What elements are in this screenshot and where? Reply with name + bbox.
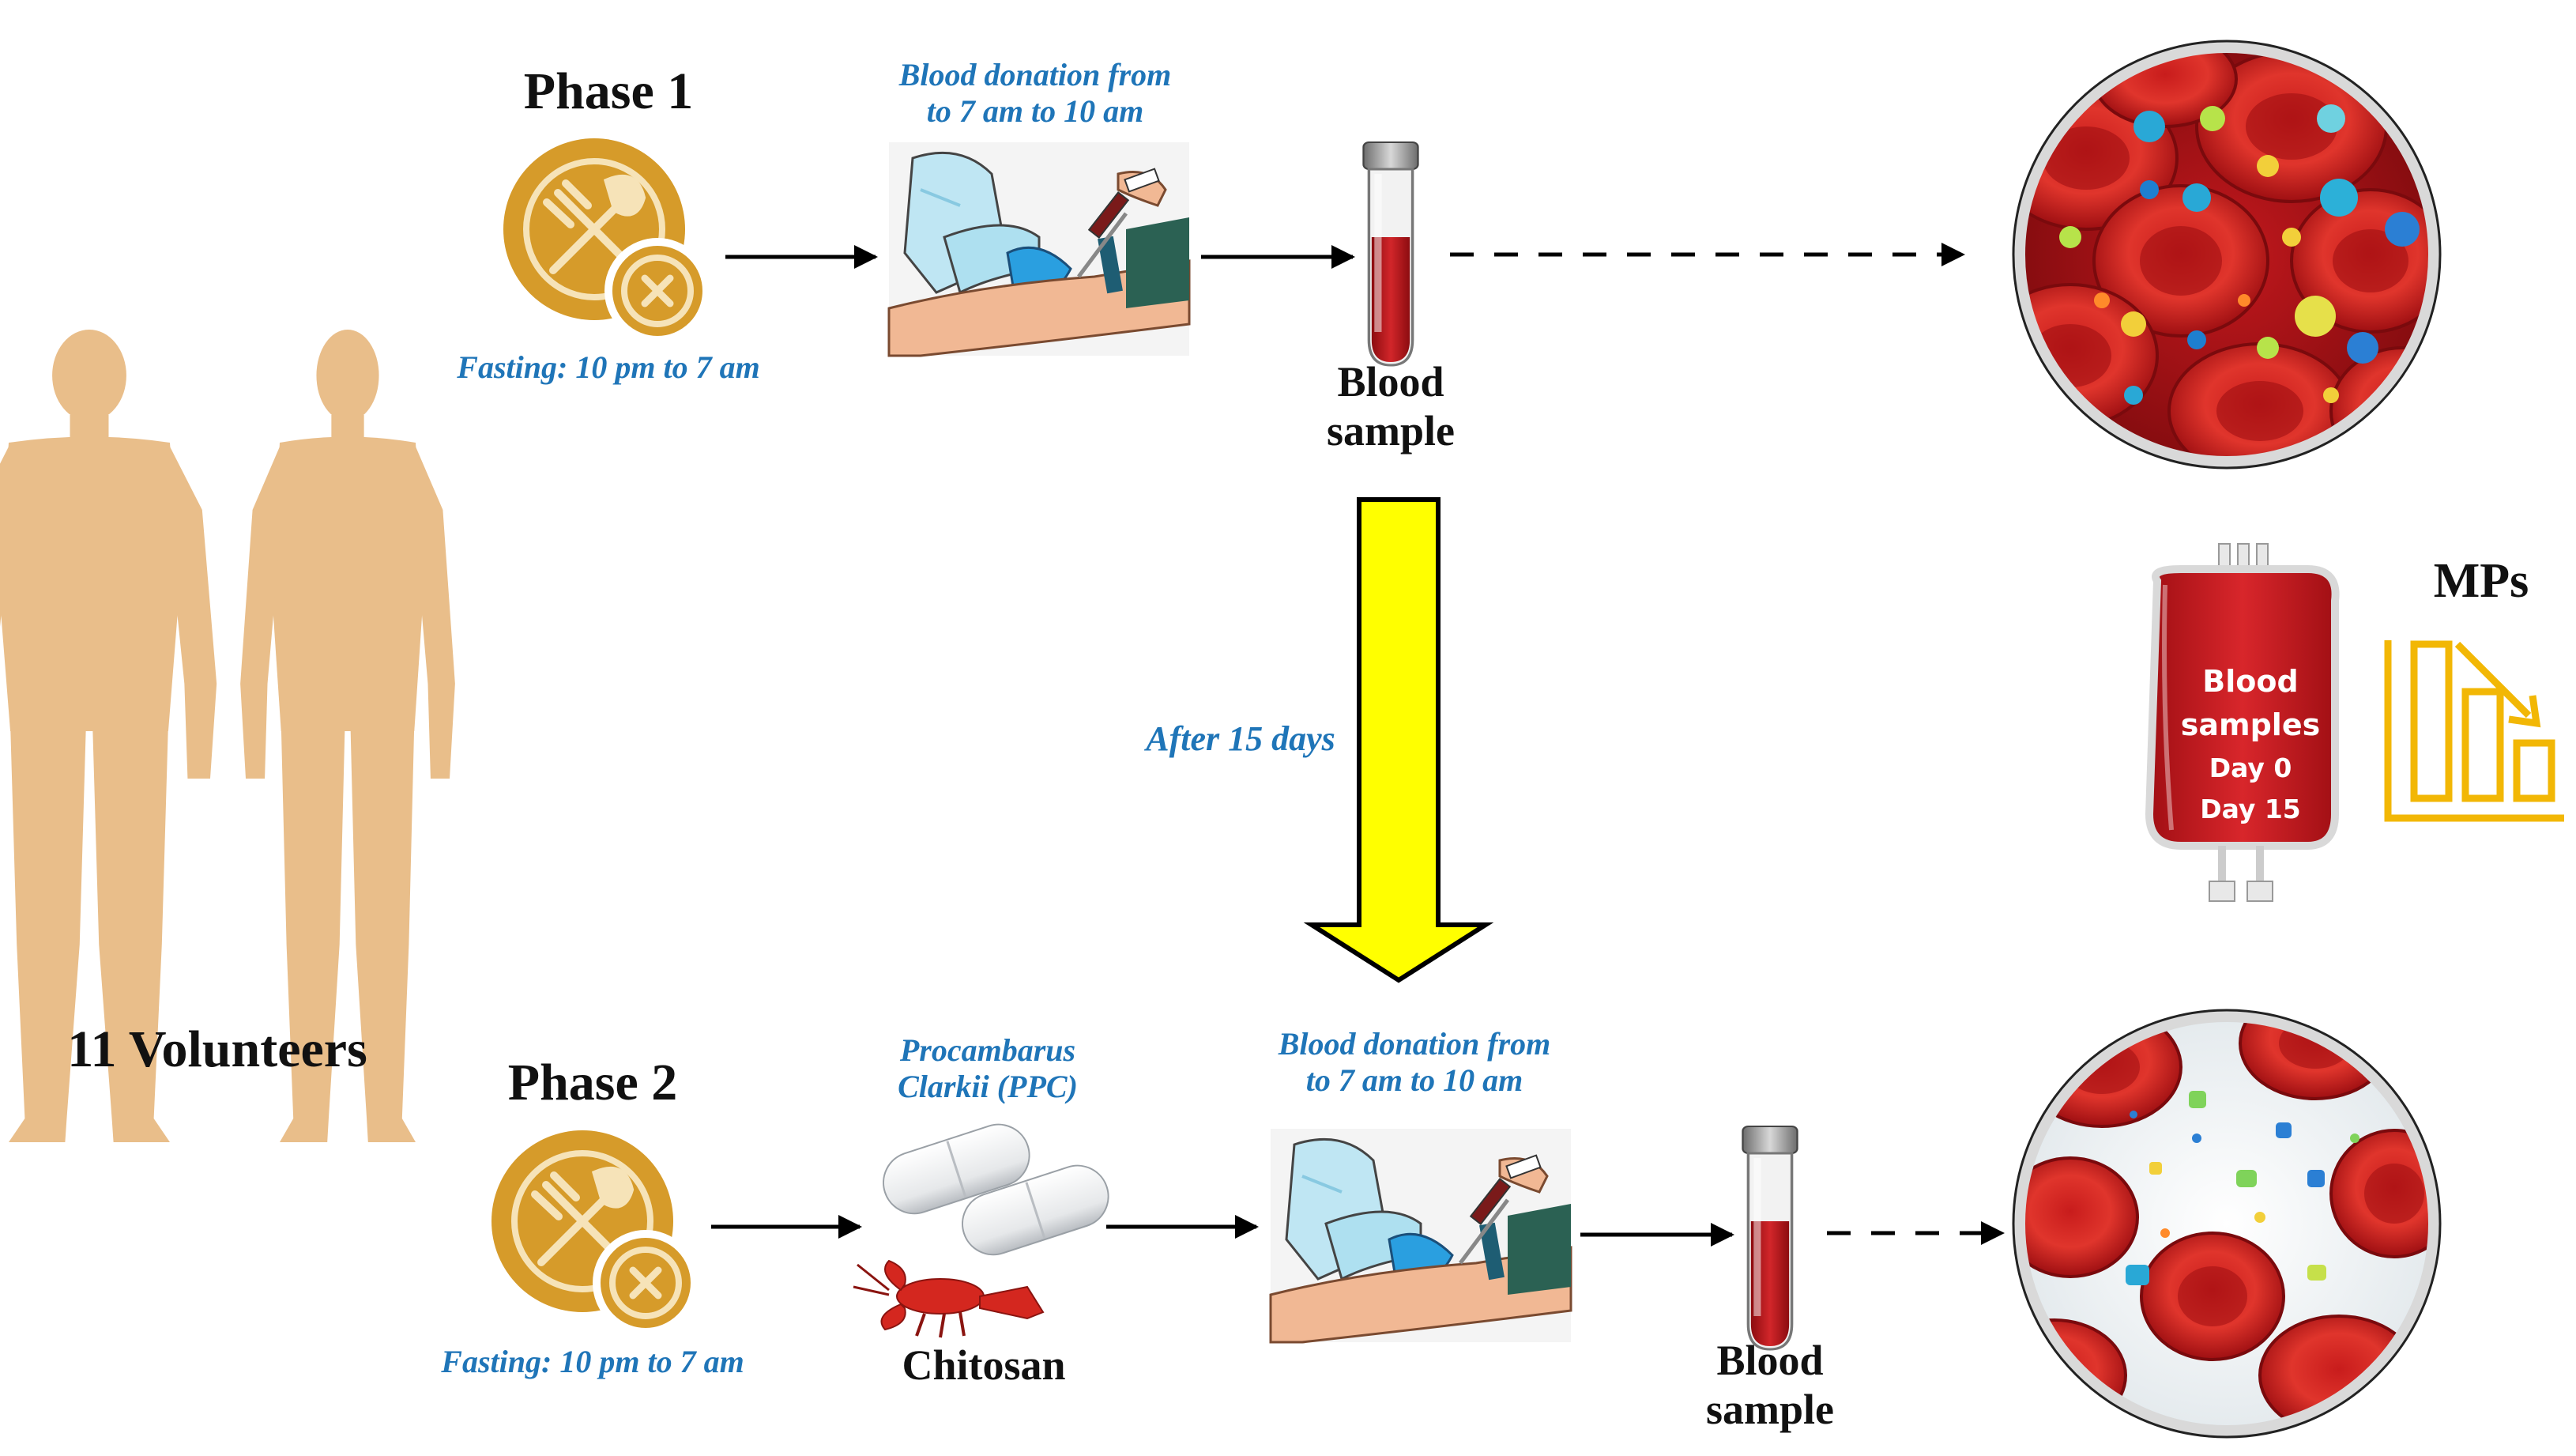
blood-microscopy-low-mps — [2012, 1009, 2442, 1439]
chitosan-label: Chitosan — [902, 1341, 1066, 1389]
phase1-donation-line-1: Blood donation from — [898, 57, 1172, 92]
decreasing-chart-icon — [2384, 640, 2564, 822]
phase2-donation-label: Blood donation from to 7 am to 10 am — [1233, 1026, 1596, 1099]
blood-donation-illustration-1 — [889, 142, 1189, 356]
bag-label-line-2: samples — [2181, 707, 2320, 742]
ppc-label: Procambarus Clarkii (PPC) — [838, 1032, 1138, 1105]
phase1-sample-line-1: Blood — [1337, 358, 1444, 405]
after-15-days-arrow — [1303, 497, 1494, 983]
blood-donation-illustration-2 — [1271, 1129, 1571, 1342]
phase1-donation-line-2: to 7 am to 10 am — [926, 93, 1144, 129]
crayfish-icon — [853, 1259, 1045, 1338]
phase1-fasting-label: Fasting: 10 pm to 7 am — [457, 349, 760, 385]
phase1-title: Phase 1 — [523, 62, 694, 120]
ppc-line-1: Procambarus — [899, 1032, 1076, 1068]
phase2-donation-line-2: to 7 am to 10 am — [1305, 1062, 1523, 1098]
bag-label-day0: Day 0 — [2209, 753, 2292, 783]
after-15-days-label: After 15 days — [1146, 719, 1335, 758]
phase2-sample-line-2: sample — [1706, 1386, 1834, 1434]
volunteers-label: 11 Volunteers — [67, 1020, 367, 1078]
bag-label-line-1: Blood — [2202, 664, 2298, 699]
phase2-donation-line-1: Blood donation from — [1278, 1026, 1551, 1062]
blood-tube-icon-1 — [1361, 141, 1420, 367]
mps-label: MPs — [2433, 554, 2529, 608]
blood-microscopy-high-mps — [2012, 40, 2442, 470]
ppc-line-2: Clarkii (PPC) — [898, 1069, 1078, 1104]
bag-label-day15: Day 15 — [2200, 794, 2301, 824]
blood-tube-icon-2 — [1741, 1125, 1799, 1351]
phase2-sample-label: Blood sample — [1675, 1336, 1865, 1434]
fasting-plate-icon-phase2 — [491, 1130, 695, 1332]
phase1-donation-label: Blood donation from to 7 am to 10 am — [853, 57, 1217, 130]
phase2-title: Phase 2 — [507, 1054, 678, 1111]
phase2-fasting-label: Fasting: 10 pm to 7 am — [441, 1344, 744, 1379]
blood-bag-icon — [2145, 543, 2340, 902]
fasting-plate-icon-phase1 — [503, 138, 706, 340]
chitosan-capsules-icon — [883, 1123, 1109, 1256]
phase1-sample-label: Blood sample — [1296, 357, 1486, 455]
phase1-sample-line-2: sample — [1327, 407, 1455, 455]
phase2-sample-line-1: Blood — [1716, 1337, 1824, 1384]
